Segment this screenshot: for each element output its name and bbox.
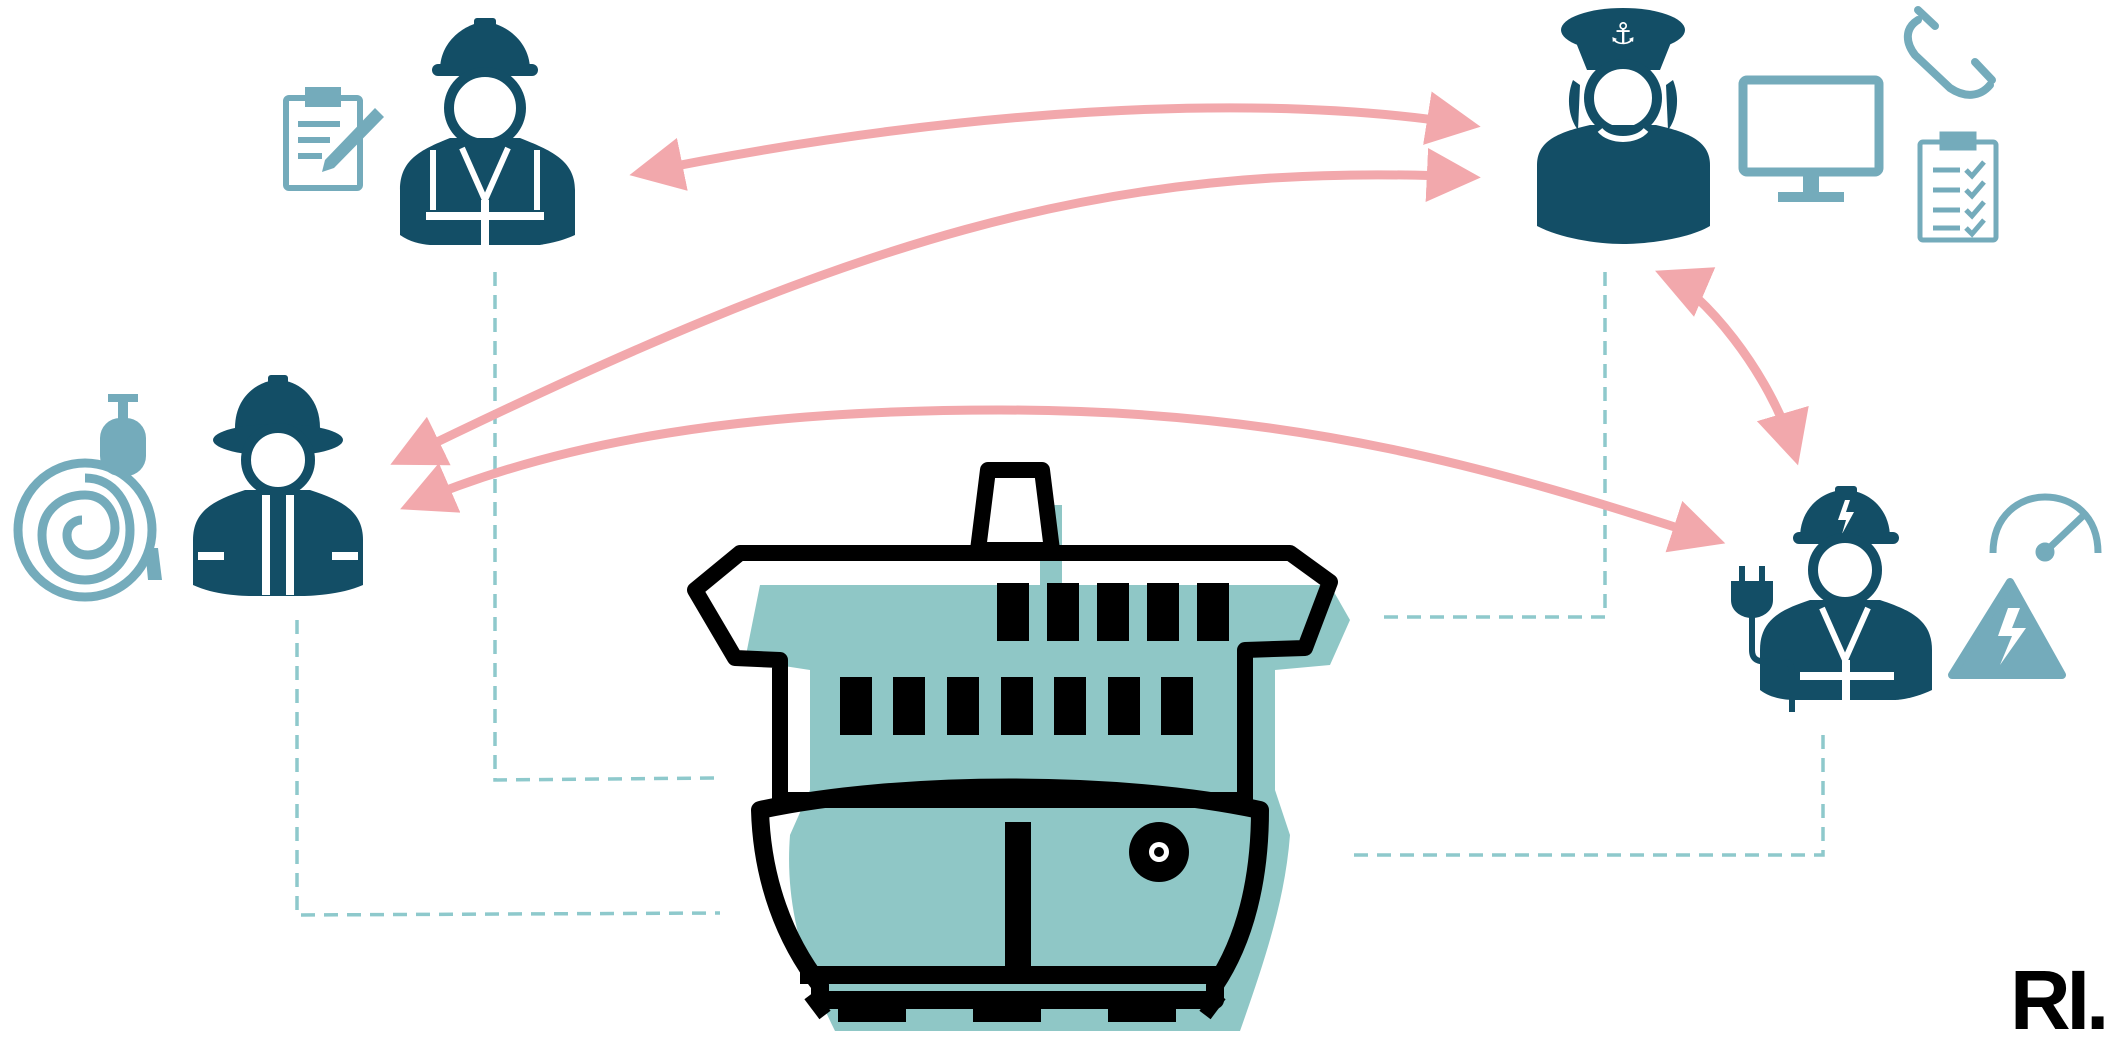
- dashed-line-electrician-to-ship: [1345, 735, 1823, 855]
- phone-icon: [1908, 10, 1992, 95]
- svg-text:⚓: ⚓: [1610, 17, 1637, 52]
- computer-monitor-icon: [1743, 80, 1879, 202]
- captain-icon: ⚓: [1537, 8, 1710, 244]
- fire-hose-extinguisher-icon: [18, 394, 162, 597]
- clipboard-pencil-icon: [286, 90, 384, 188]
- ferry-ship-icon: [695, 470, 1350, 1031]
- dashed-line-captain-to-ship: [1380, 272, 1605, 617]
- dashed-line-deck-worker-to-ship: [495, 272, 715, 780]
- firefighter-icon: [193, 375, 363, 596]
- dashed-line-firefighter-to-ship: [297, 620, 720, 915]
- arrow-captain-electrician: [1665, 275, 1795, 455]
- checklist-icon: [1920, 134, 1996, 240]
- brand-logo: RI.: [2010, 958, 2105, 1042]
- electrician-icon: [1760, 486, 1932, 700]
- deck-worker-icon: [400, 18, 575, 245]
- high-voltage-warning-icon: [1952, 582, 2062, 675]
- arrow-deck-worker-captain: [640, 108, 1470, 173]
- gauge-icon: [1993, 497, 2098, 558]
- arrow-electrician-firefighter: [410, 410, 1715, 540]
